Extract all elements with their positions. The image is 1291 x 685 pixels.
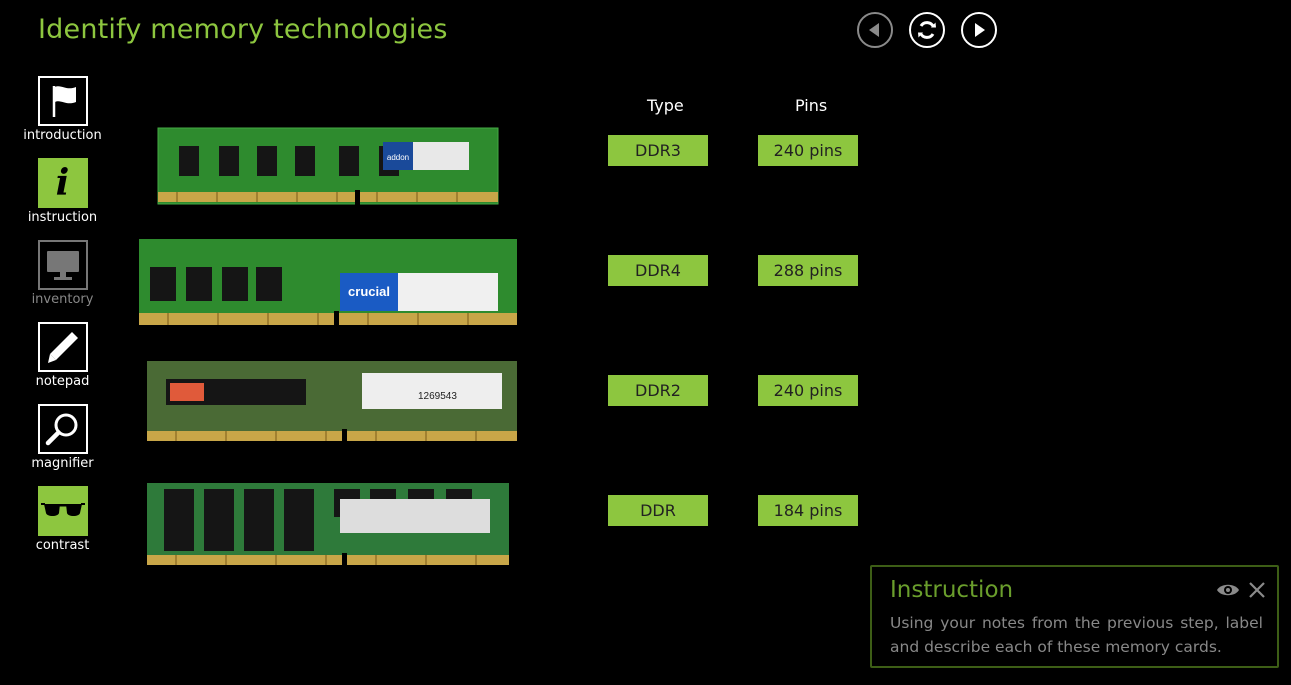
- memory-module-image[interactable]: addon: [157, 126, 499, 206]
- reload-icon: [918, 21, 936, 39]
- flag-icon: [37, 76, 88, 126]
- pins-label[interactable]: 240 pins: [758, 135, 858, 166]
- sidebar-item-label: notepad: [35, 374, 90, 389]
- pins-label[interactable]: 184 pins: [758, 495, 858, 526]
- type-label[interactable]: DDR2: [608, 375, 708, 406]
- instruction-panel-title: Instruction: [890, 577, 1014, 603]
- pencil-icon: [37, 322, 88, 372]
- instruction-panel-text: Using your notes from the previous step,…: [890, 614, 1263, 656]
- pins-label[interactable]: 288 pins: [758, 255, 858, 286]
- sidebar-item-instruction[interactable]: i instruction: [15, 158, 110, 225]
- glasses-icon: [37, 486, 88, 536]
- forward-button[interactable]: [961, 12, 997, 48]
- sidebar-item-notepad[interactable]: notepad: [15, 322, 110, 389]
- module-label-text: 1269543: [418, 391, 457, 402]
- sidebar-item-introduction[interactable]: introduction: [15, 76, 110, 143]
- sidebar-item-label: magnifier: [31, 456, 94, 471]
- info-icon: i: [37, 158, 88, 208]
- sidebar-item-inventory[interactable]: inventory: [15, 240, 110, 307]
- forward-arrow-icon: [975, 23, 985, 37]
- memory-module-image[interactable]: [146, 481, 510, 567]
- back-arrow-icon: [869, 23, 879, 37]
- magnifier-icon: [37, 404, 88, 454]
- sidebar-item-label: contrast: [35, 538, 90, 553]
- close-icon[interactable]: [1248, 581, 1266, 599]
- type-label[interactable]: DDR4: [608, 255, 708, 286]
- pins-column-header: Pins: [795, 96, 828, 115]
- sidebar-item-contrast[interactable]: contrast: [15, 486, 110, 553]
- eye-icon[interactable]: [1216, 581, 1240, 599]
- sidebar-item-label: inventory: [31, 292, 94, 307]
- module-label-text: addon: [387, 153, 409, 162]
- pins-label[interactable]: 240 pins: [758, 375, 858, 406]
- memory-module-image[interactable]: 1269543: [146, 359, 518, 443]
- instruction-panel: Instruction Using your notes from the pr…: [870, 565, 1279, 668]
- sidebar-item-magnifier[interactable]: magnifier: [15, 404, 110, 471]
- type-column-header: Type: [647, 96, 684, 115]
- type-label[interactable]: DDR3: [608, 135, 708, 166]
- monitor-icon: [37, 240, 88, 290]
- module-label-text: crucial: [348, 284, 390, 299]
- page-title: Identify memory technologies: [38, 14, 448, 45]
- sidebar-item-label: instruction: [27, 210, 98, 225]
- memory-module-image[interactable]: crucial: [138, 237, 518, 327]
- type-label[interactable]: DDR: [608, 495, 708, 526]
- sidebar-item-label: introduction: [23, 128, 102, 143]
- back-button[interactable]: [857, 12, 893, 48]
- reload-button[interactable]: [909, 12, 945, 48]
